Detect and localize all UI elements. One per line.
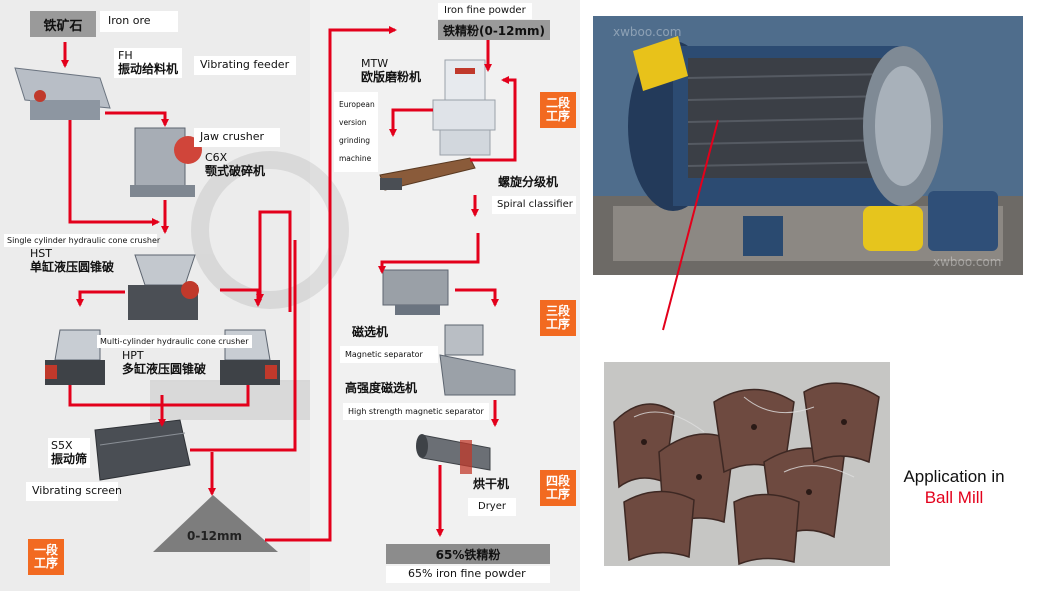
- mtw-en-line3: grinding: [339, 136, 371, 145]
- ballmill-watermark-top: xwboo.com: [613, 25, 681, 39]
- powder-cn-label: 铁精粉(0-12mm): [438, 20, 550, 40]
- ball-mill-cutaway-image: xwboo.com xwboo.com: [593, 16, 1023, 275]
- feeder-cn: 振动给料机: [118, 61, 179, 76]
- hst-en-label: Single cylinder hydraulic cone crusher: [4, 234, 160, 248]
- ball-mill-drawing: xwboo.com xwboo.com: [593, 16, 1023, 275]
- application-caption-line2: Ball Mill: [924, 488, 984, 508]
- arrow-pile-to-mill: [265, 26, 397, 542]
- hpt-cone-crusher-left-machine: [45, 329, 105, 385]
- stage-1-line2: 工序: [33, 556, 58, 570]
- jaw-code: C6X: [205, 151, 228, 164]
- feeder-code: FH: [118, 49, 133, 62]
- liner-plates-drawing: [604, 362, 890, 566]
- spiral-en-label: Spiral classifier: [492, 196, 576, 214]
- mtw-cn: 欧版磨粉机: [361, 69, 422, 84]
- hpt-cn: 多缸液压圆锥破: [122, 361, 207, 376]
- stage-1-badge: 一段 工序: [28, 539, 64, 575]
- stage-4-line1: 四段: [545, 473, 570, 488]
- arrow-to-magnetic: [378, 233, 480, 274]
- screen-code: S5X: [51, 439, 73, 452]
- high-strength-en-label: High strength magnetic separator: [343, 403, 489, 421]
- ball-mill-liner-plates-image: [604, 362, 890, 566]
- stage-2-line1: 二段: [545, 95, 570, 110]
- stage-2-line2: 工序: [545, 109, 570, 123]
- arrow-hst-to-hpt-left: [76, 290, 125, 307]
- hpt-en-label: Multi-cylinder hydraulic cone crusher: [97, 335, 252, 349]
- arrow-return-loop: [256, 210, 292, 312]
- vibrating-screen-machine: [94, 419, 191, 481]
- stage-1-line1: 一段: [33, 542, 58, 557]
- hst-code: HST: [30, 247, 52, 260]
- magnetic-separator-machine: [382, 269, 449, 315]
- rotary-dryer-machine: [416, 434, 491, 474]
- mtw-label-box: MTW 欧版磨粉机: [358, 57, 424, 85]
- mtw-en-line2: version: [339, 118, 367, 127]
- iron-ore-en-label: Iron ore: [100, 11, 178, 32]
- dryer-en-label: Dryer: [468, 498, 516, 516]
- mtw-en-line1: European: [339, 100, 375, 109]
- spiral-cn-label: 螺旋分级机: [498, 175, 559, 189]
- pointer-line: [662, 119, 719, 331]
- process-flow-diagram: 铁矿石 Iron ore FH 振动给料机 Vibrating feeder J…: [0, 0, 580, 591]
- stage-2-badge: 二段 工序: [540, 92, 576, 128]
- hst-label-box: HST 单缸液压圆锥破: [28, 247, 116, 275]
- hpt-code: HPT: [122, 349, 144, 362]
- arrow-mill-to-classifier: [389, 108, 433, 137]
- screen-cn: 振动筛: [51, 451, 88, 466]
- application-caption: Application in Ball Mill: [898, 466, 1010, 509]
- jaw-cn: 颚式破碎机: [205, 163, 266, 178]
- ballmill-watermark-bottom: xwboo.com: [933, 255, 1001, 269]
- powder-en-label: Iron fine powder: [438, 3, 532, 19]
- stage-3-line1: 三段: [545, 303, 570, 318]
- hst-cn: 单缸液压圆锥破: [30, 259, 115, 274]
- stage-3-badge: 三段 工序: [540, 300, 576, 336]
- stage-4-line2: 工序: [545, 487, 570, 501]
- arrow-hpt-collector: [68, 385, 250, 407]
- arrow-to-high-strength: [455, 288, 499, 307]
- spiral-classifier-machine: [379, 157, 476, 191]
- final-product-cn-label: 65%铁精粉: [386, 544, 550, 564]
- magnetic-en-label: Magnetic separator: [340, 346, 438, 364]
- pile-label: 0-12mm: [187, 529, 243, 543]
- high-strength-cn-label: 高强度磁选机: [345, 381, 418, 395]
- screen-label-box: S5X 振动筛: [48, 438, 91, 469]
- dryer-cn-label: 烘干机: [473, 477, 510, 491]
- stage-4-badge: 四段 工序: [540, 470, 576, 506]
- magnetic-cn-label: 磁选机: [352, 325, 389, 339]
- jaw-en-label: Jaw crusher: [194, 128, 280, 147]
- final-product-en-label: 65% iron fine powder: [386, 566, 550, 583]
- application-caption-line1: Application in: [903, 467, 1005, 486]
- mtw-en-label-box: European version grinding machine: [334, 92, 378, 172]
- arrow-feeder-to-jaw: [105, 111, 169, 127]
- mtw-code: MTW: [361, 57, 389, 70]
- stage-3-line2: 工序: [545, 317, 570, 331]
- high-strength-magnetic-separator-machine: [439, 324, 516, 396]
- arrow-classifier-return: [470, 76, 517, 162]
- feeder-en-label: Vibrating feeder: [194, 56, 296, 75]
- hst-cone-crusher-machine: [128, 254, 199, 320]
- screen-en-label: Vibrating screen: [26, 482, 122, 501]
- product-pile: [153, 495, 278, 552]
- feeder-label-box: FH 振动给料机: [114, 48, 183, 79]
- mtw-en-line4: machine: [339, 154, 372, 163]
- flow-arrows: [61, 26, 517, 542]
- vibrating-feeder-machine: [14, 67, 111, 120]
- iron-ore-cn-label: 铁矿石: [30, 11, 96, 37]
- arrow-feeder-bypass: [68, 120, 160, 226]
- arrow-screen-return: [190, 240, 297, 452]
- hpt-label-box: HPT 多缸液压圆锥破: [120, 349, 208, 377]
- background-logo-watermark: [150, 151, 349, 420]
- jaw-label-box: C6X 颚式破碎机: [202, 150, 268, 180]
- mtw-grinding-mill-machine: [432, 59, 496, 156]
